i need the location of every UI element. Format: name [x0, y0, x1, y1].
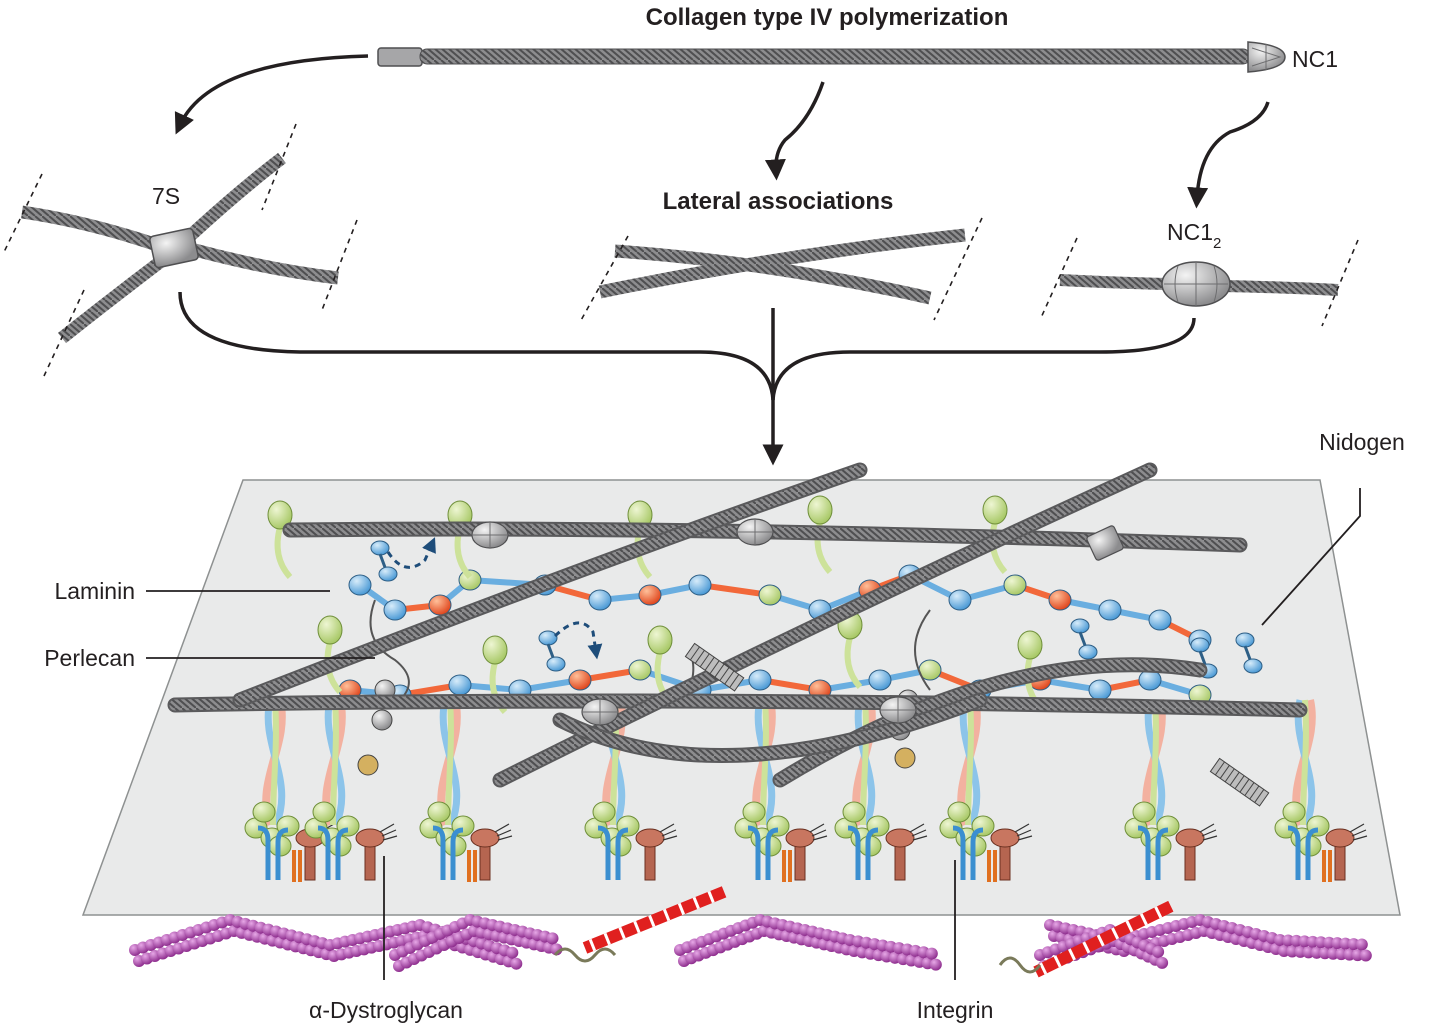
laminin-globule: [1048, 589, 1072, 611]
anchor-complex: [244, 699, 338, 882]
laminin-head: [267, 500, 293, 530]
perlecan-domain: [371, 709, 393, 731]
nidogen: [370, 540, 390, 556]
laminin-globule: [1138, 669, 1162, 691]
anchor-complex: [1124, 699, 1218, 881]
top-arrows: [174, 54, 1270, 209]
laminin-head: [317, 615, 343, 645]
striped-domain: [684, 642, 745, 692]
spectrin-bars: [553, 886, 1174, 978]
laminin-head: [482, 635, 508, 665]
laminin-globule: [568, 669, 592, 691]
laminin-globule: [448, 674, 472, 696]
laminin-globule: [688, 574, 712, 596]
laminin-globule: [383, 599, 407, 621]
perlecan-domain: [894, 747, 916, 769]
perlecan-domain: [357, 754, 379, 776]
label-integrin: Integrin: [917, 997, 994, 1023]
seven-s-domain-icon: [149, 227, 199, 269]
striped-domain: [1209, 757, 1270, 807]
laminin-globule: [1148, 609, 1172, 631]
laminin-head: [807, 495, 833, 525]
laminin-globule: [758, 584, 782, 606]
convergence-brace: [178, 291, 1196, 466]
actin-filaments: [129, 914, 1372, 972]
laminin-globule: [588, 589, 612, 611]
anchor-complex: [834, 699, 928, 881]
label-laminin: Laminin: [54, 578, 135, 604]
perlecan-strand: [914, 609, 931, 691]
anchor-complex: [419, 699, 513, 882]
laminin-globule: [948, 589, 972, 611]
label-nc1: NC1: [1292, 46, 1338, 72]
lateral-association: [579, 217, 983, 323]
label-alpha-dystroglycan: α-Dystroglycan: [309, 997, 463, 1023]
laminin-arm: [699, 582, 771, 598]
perlecan-strand: [369, 599, 410, 701]
diagram-title: Collagen type IV polymerization: [646, 4, 1009, 31]
laminin-globule: [428, 594, 452, 616]
anchor-complex: [734, 699, 828, 882]
laminin-globule: [638, 584, 662, 606]
seven-s-domain-icon: [1086, 525, 1124, 561]
collagen-laminin-network: [167, 462, 1368, 882]
laminin-globule: [1003, 574, 1027, 596]
callout-lines: [146, 488, 1361, 980]
nidogen: [538, 630, 558, 646]
nidogen: [1070, 618, 1090, 634]
movement-arrows: [386, 537, 603, 660]
label-nidogen: Nidogen: [1319, 429, 1405, 455]
nidogen: [1235, 632, 1255, 648]
laminin-head: [647, 625, 673, 655]
laminin-globule: [1088, 679, 1112, 701]
nc1-dimer: [1039, 237, 1359, 327]
anchor-complex: [304, 699, 398, 881]
seven-s-tetramer: [3, 123, 358, 377]
laminin-globule: [868, 669, 892, 691]
label-nc1-dimer: NC12: [1167, 219, 1221, 252]
label-lateral-associations: Lateral associations: [663, 188, 894, 215]
nidogen: [1190, 637, 1210, 653]
anchor-complex: [939, 699, 1033, 882]
laminin-head: [982, 495, 1008, 525]
laminin-globule: [1098, 599, 1122, 621]
label-7s: 7S: [152, 183, 180, 209]
laminin-head: [1017, 630, 1043, 660]
laminin-globule: [628, 659, 652, 681]
collagen-protomer: [377, 41, 1286, 73]
label-perlecan: Perlecan: [44, 645, 135, 671]
laminin-globule: [348, 574, 372, 596]
laminin-globule: [748, 669, 772, 691]
